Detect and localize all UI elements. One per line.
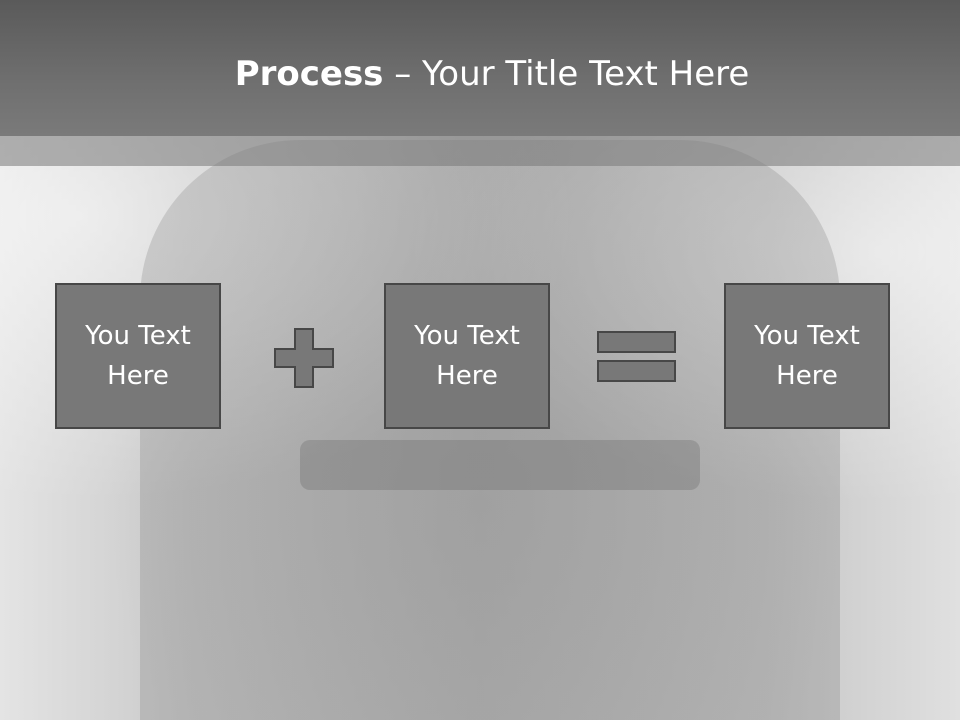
- title-strip: [0, 136, 960, 166]
- title-bar: [0, 0, 960, 136]
- process-box-2[interactable]: You Text Here: [384, 283, 550, 429]
- slide-title: Process – Your Title Text Here: [0, 52, 960, 96]
- box-1-line-2: Here: [107, 361, 169, 391]
- equals-icon: [597, 331, 676, 382]
- box-3-line-2: Here: [776, 361, 838, 391]
- title-bold: Process: [234, 54, 384, 94]
- statue-silhouette: [140, 140, 840, 720]
- process-box-3[interactable]: You Text Here: [724, 283, 890, 429]
- box-2-line-2: Here: [436, 361, 498, 391]
- process-box-1[interactable]: You Text Here: [55, 283, 221, 429]
- plus-icon: [274, 328, 334, 388]
- statue-belt: [300, 440, 700, 490]
- box-2-line-1: You Text: [414, 321, 520, 351]
- box-1-line-1: You Text: [85, 321, 191, 351]
- box-3-line-1: You Text: [754, 321, 860, 351]
- title-rest: – Your Title Text Here: [383, 54, 750, 94]
